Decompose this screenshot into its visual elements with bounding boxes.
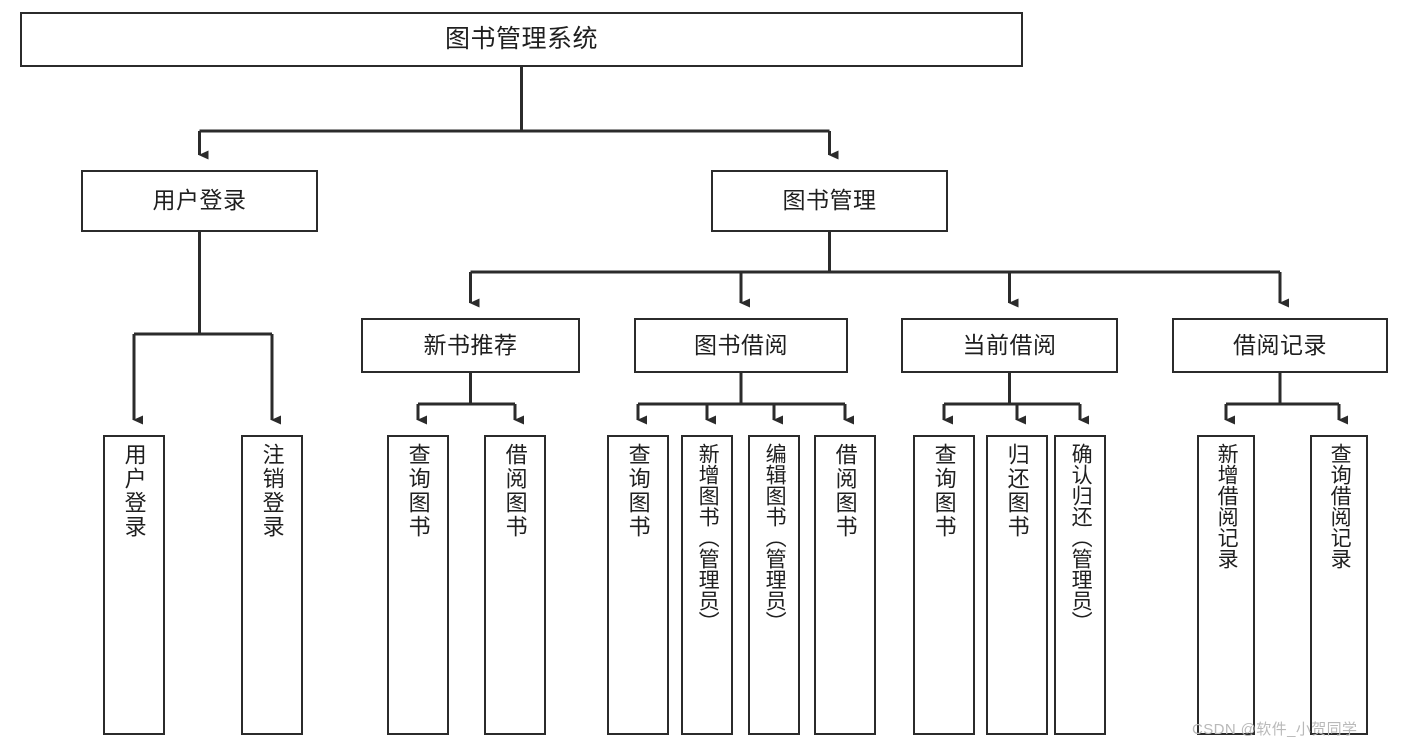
node-leaf-confirm-return[interactable]: 确认归还（管理员） bbox=[1054, 435, 1106, 735]
node-new-book-recommend-label: 新书推荐 bbox=[423, 331, 518, 358]
node-user-login-label: 用户登录 bbox=[152, 187, 247, 214]
node-leaf-query-book-1-label: 查询图书 bbox=[405, 443, 431, 539]
node-leaf-add-book-label: 新增图书（管理员） bbox=[696, 443, 720, 632]
node-current-borrow-label: 当前借阅 bbox=[962, 331, 1057, 358]
node-leaf-user-logout-label: 注销登录 bbox=[259, 443, 285, 539]
node-leaf-query-book-2[interactable]: 查询图书 bbox=[607, 435, 669, 735]
node-borrow-record[interactable]: 借阅记录 bbox=[1172, 318, 1388, 373]
node-root-label: 图书管理系统 bbox=[444, 24, 598, 53]
node-user-login[interactable]: 用户登录 bbox=[81, 170, 318, 232]
node-leaf-return-book-label: 归还图书 bbox=[1004, 443, 1030, 539]
node-current-borrow[interactable]: 当前借阅 bbox=[901, 318, 1118, 373]
node-leaf-query-book-2-label: 查询图书 bbox=[625, 443, 651, 539]
node-book-manage-label: 图书管理 bbox=[782, 187, 877, 214]
node-book-borrow-label: 图书借阅 bbox=[694, 331, 788, 358]
node-book-manage[interactable]: 图书管理 bbox=[711, 170, 948, 232]
node-leaf-edit-book[interactable]: 编辑图书（管理员） bbox=[748, 435, 800, 735]
node-leaf-user-logout[interactable]: 注销登录 bbox=[241, 435, 303, 735]
node-borrow-record-label: 借阅记录 bbox=[1233, 331, 1327, 358]
node-leaf-borrow-book-2[interactable]: 借阅图书 bbox=[814, 435, 876, 735]
node-leaf-query-book-3-label: 查询图书 bbox=[931, 443, 957, 539]
node-root[interactable]: 图书管理系统 bbox=[20, 12, 1023, 67]
node-new-book-recommend[interactable]: 新书推荐 bbox=[361, 318, 580, 373]
node-leaf-return-book[interactable]: 归还图书 bbox=[986, 435, 1048, 735]
node-leaf-user-login-label: 用户登录 bbox=[121, 443, 147, 539]
csdn-watermark: CSDN @软件_小贺同学 bbox=[1192, 721, 1358, 738]
node-leaf-add-record-label: 新增借阅记录 bbox=[1215, 443, 1239, 569]
node-leaf-add-record[interactable]: 新增借阅记录 bbox=[1197, 435, 1255, 735]
node-leaf-edit-book-label: 编辑图书（管理员） bbox=[763, 443, 787, 632]
node-book-borrow[interactable]: 图书借阅 bbox=[634, 318, 848, 373]
node-leaf-borrow-book-2-label: 借阅图书 bbox=[832, 443, 858, 539]
node-leaf-user-login[interactable]: 用户登录 bbox=[103, 435, 165, 735]
node-leaf-borrow-book-1[interactable]: 借阅图书 bbox=[484, 435, 546, 735]
node-leaf-query-book-1[interactable]: 查询图书 bbox=[387, 435, 449, 735]
node-leaf-confirm-return-label: 确认归还（管理员） bbox=[1069, 443, 1093, 632]
node-leaf-query-book-3[interactable]: 查询图书 bbox=[913, 435, 975, 735]
node-leaf-borrow-book-1-label: 借阅图书 bbox=[502, 443, 528, 539]
node-leaf-query-record[interactable]: 查询借阅记录 bbox=[1310, 435, 1368, 735]
node-leaf-query-record-label: 查询借阅记录 bbox=[1328, 443, 1352, 569]
node-leaf-add-book[interactable]: 新增图书（管理员） bbox=[681, 435, 733, 735]
